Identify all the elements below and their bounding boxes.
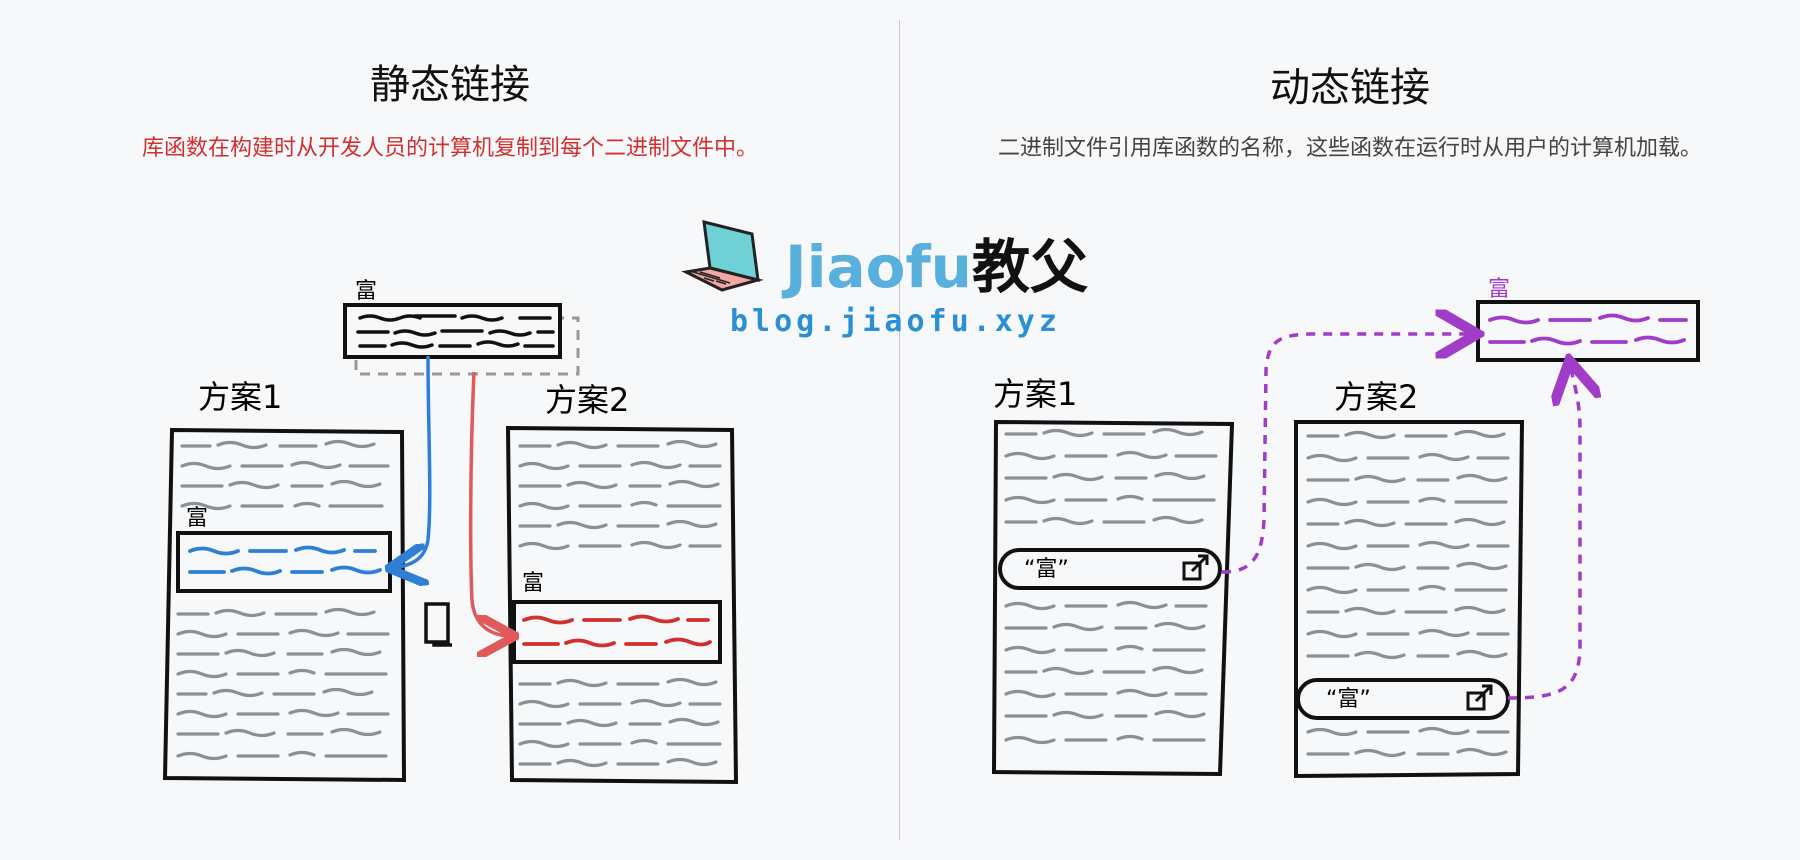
dynamic-library-code-lines [1488,313,1688,346]
static-plan2-copied-lib-lines [522,614,712,648]
dynamic-library-label: 富 [1488,277,1510,302]
laptop-icon [681,220,764,292]
static-linking-title: 静态链接 [370,62,530,108]
brand-name-cn: 教父 [971,233,1088,301]
static-copy-arrow-red [468,371,512,636]
copy-icon [424,602,452,647]
static-plan1-copied-label: 富 [186,506,208,531]
dynamic-library-box [1476,300,1700,362]
dynamic-plan1-external-link-icon [1182,554,1209,581]
static-plan2-copied-lib-box [512,600,722,664]
dynamic-plan2-text-lines [1306,429,1510,758]
dynamic-plan1-name-reference [998,548,1222,590]
dynamic-plan2-label: 方案2 [1334,378,1418,416]
static-library-box [343,303,580,376]
static-plan2-copied-label: 富 [522,571,544,596]
static-plan1-copied-lib-lines [188,545,382,576]
dynamic-plan1-document [991,419,1235,777]
static-plan1-document [162,427,407,783]
static-plan2-label: 方案2 [545,381,629,419]
dynamic-plan2-name-text: “富” [1326,687,1371,712]
dynamic-linking-subtitle: 二进制文件引用库函数的名称，这些函数在运行时从用户的计算机加载。 [997,136,1702,161]
brand-watermark: Jiaofu教父 blog.jiaofu.xyz [680,212,1100,342]
dynamic-linking-title: 动态链接 [1270,65,1430,111]
static-plan1-label: 方案1 [198,378,282,416]
static-copy-arrow-blue [392,355,432,568]
static-library-code-lines [356,314,555,349]
dynamic-plan1-text-lines [1004,427,1218,745]
brand-name-latin: Jiaofu [785,233,972,301]
dynamic-plan2-document [1294,420,1525,779]
static-plan1-text-lines [176,439,390,761]
dynamic-plan1-label: 方案1 [993,375,1077,413]
static-plan2-document [505,425,739,785]
panel-divider [899,20,900,840]
dynamic-plan1-name-text: “富” [1024,557,1069,582]
dynamic-load-arrow-plan2 [1507,364,1580,700]
static-linking-subtitle: 库函数在构建时从开发人员的计算机复制到每个二进制文件中。 [141,136,758,161]
static-library-label: 富 [355,279,377,304]
dynamic-plan2-external-link-icon [1466,684,1493,711]
brand-url: blog.jiaofu.xyz [730,304,1061,339]
brand-name: Jiaofu教父 [785,220,1088,304]
static-plan2-text-lines [518,439,722,768]
static-plan1-copied-lib-box [176,531,392,593]
dynamic-load-arrow-plan1 [1221,334,1474,574]
